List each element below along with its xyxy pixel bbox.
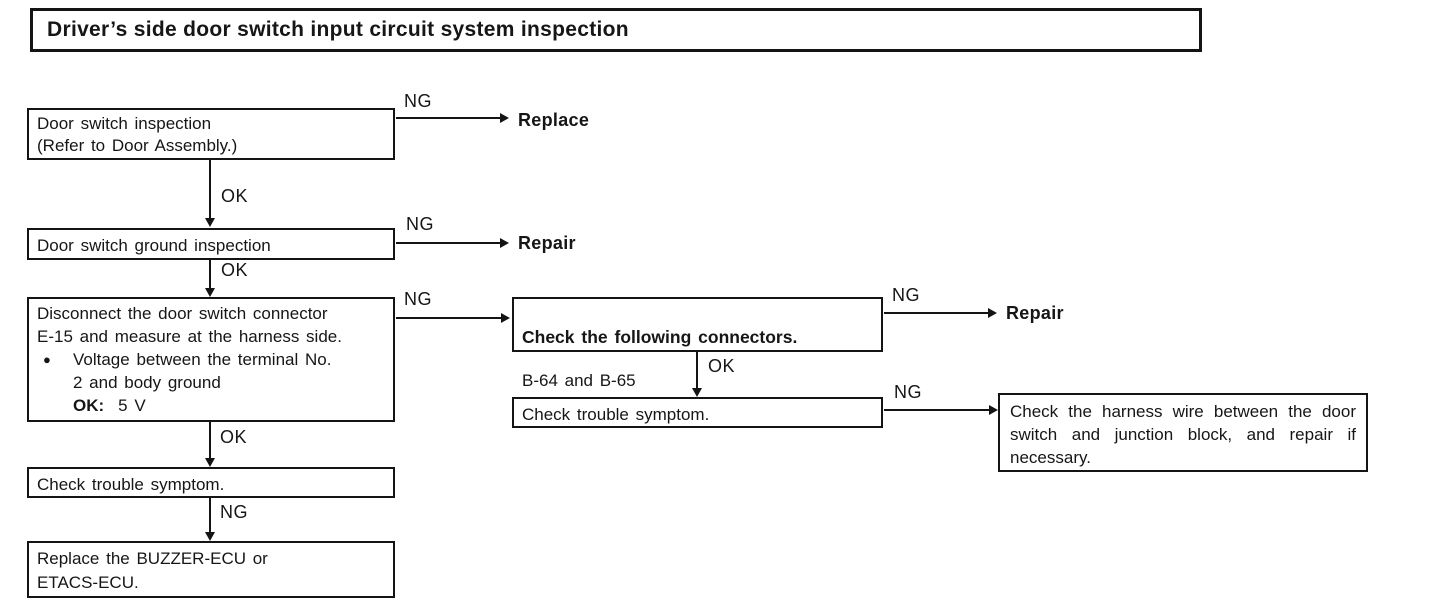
edge-label-ng-6: NG (220, 502, 248, 522)
edge-label-ng-2: NG (406, 214, 434, 234)
edge-label-ng-1: NG (404, 91, 432, 111)
edge-label-ng-3: NG (404, 289, 432, 309)
edge-label-ok-4: OK (220, 427, 248, 447)
arrow-down-ng-1 (205, 498, 215, 541)
arrow-right-ng-connectors (396, 313, 510, 323)
flow-box-harness-wire: Check the harness wire between the door … (998, 393, 1368, 472)
edge-label-ng-4: NG (892, 285, 920, 305)
flow-box-replace-ecu: Replace the BUZZER-ECU or ETACS-ECU. (27, 541, 395, 598)
outcome-repair-2: Repair (1006, 303, 1064, 323)
edge-label-ng-5: NG (894, 382, 922, 402)
disconnect-line-1: Disconnect the door switch connector (37, 304, 328, 323)
bullet-icon: ● (43, 352, 51, 367)
arrow-down-ok-3 (692, 352, 702, 397)
arrow-down-ok-2 (205, 260, 215, 297)
page-title-text: Driver’s side door switch input circuit … (47, 18, 629, 41)
arrow-right-ng-replace (396, 113, 509, 123)
ok-spec-key: OK: (73, 396, 105, 415)
arrow-right-ng-repair-2 (884, 308, 997, 318)
arrow-down-ok-4 (205, 422, 215, 467)
flow-box-door-switch-inspection: Door switch inspection (Refer to Door As… (27, 108, 395, 160)
arrow-right-ng-repair-1 (396, 238, 509, 248)
flow-box-check-connectors: Check the following connectors. B-64 and… (512, 297, 883, 390)
flow-box-disconnect-connector: Disconnect the door switch connector E-1… (27, 297, 395, 422)
flow-box-check-trouble-symptom-left: Check trouble symptom. (27, 467, 395, 498)
disconnect-bullet-line-2: 2 and body ground (73, 373, 221, 392)
disconnect-bullet-item: ● Voltage between the terminal No. 2 and… (37, 348, 385, 417)
page-title: Driver’s side door switch input circuit … (30, 8, 1202, 52)
disconnect-line-2: E-15 and measure at the harness side. (37, 327, 342, 346)
arrow-down-ok-1 (205, 160, 215, 227)
check-connectors-heading: Check the following connectors. (522, 327, 798, 347)
flow-box-check-trouble-symptom-mid: Check trouble symptom. (512, 397, 883, 428)
edge-label-ok-2: OK (221, 260, 249, 280)
check-connectors-detail: B-64 and B-65 (522, 371, 636, 390)
flow-box-ground-inspection: Door switch ground inspection (27, 228, 395, 260)
disconnect-bullet-line-1: Voltage between the terminal No. (73, 350, 332, 369)
outcome-repair-1: Repair (518, 233, 576, 253)
edge-label-ok-1: OK (221, 186, 249, 206)
disconnect-ok-spec: OK: 5 V (73, 394, 385, 417)
outcome-replace: Replace (518, 110, 590, 130)
edge-label-ok-3: OK (708, 356, 736, 376)
arrow-right-ng-harness (884, 405, 998, 415)
ok-spec-value: 5 V (118, 396, 146, 415)
